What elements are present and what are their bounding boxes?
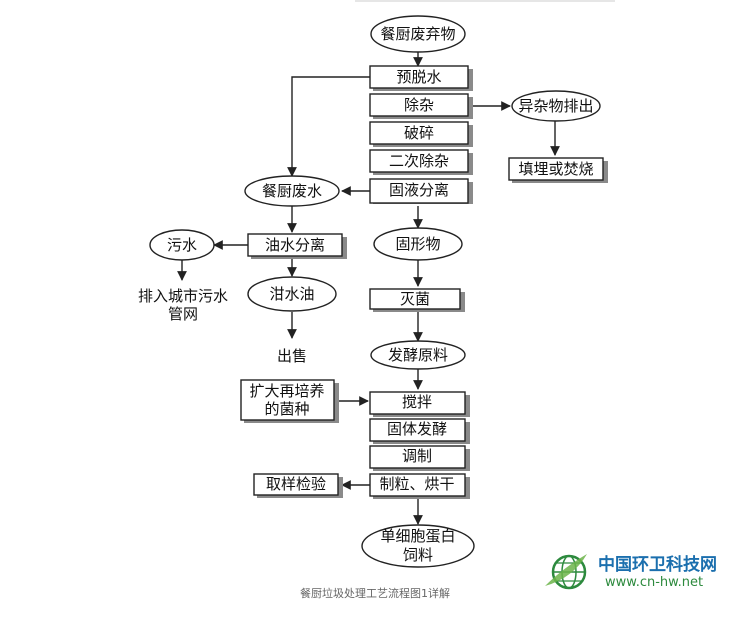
label-sewage: 污水 [167,236,197,254]
step-pre-dewater [369,65,469,89]
node-swill-oil [247,276,337,312]
step-solid-liquid-separation [369,178,469,204]
label-scp-line2: 饲料 [403,546,433,564]
globe-leaf-icon [545,554,587,590]
label-stir: 搅拌 [402,393,432,411]
connectors [177,52,560,525]
label-discharge-line2: 管网 [168,305,198,323]
step-landfill-incinerate [508,157,604,181]
label-oil-water-separation: 油水分离 [265,236,325,254]
label-sampling: 取样检验 [266,475,326,493]
watermark-title: 中国环卫科技网 [598,555,717,575]
label-impurities-out: 异杂物排出 [518,97,593,115]
step-sterilize [369,288,461,310]
step-solid-ferment [369,418,466,442]
watermark-logo: 中国环卫科技网 www.cn-hw.net [543,548,743,598]
label-impurity-removal: 除杂 [404,96,434,114]
step-crushing [369,121,469,145]
label-solid-ferment: 固体发酵 [387,420,447,438]
label-kitchen-wastewater: 餐厨废水 [262,182,322,200]
label-adjust: 调制 [402,447,432,465]
node-impurities-out [511,90,601,122]
label-sold: 出售 [277,347,307,365]
step-second-impurity-removal [369,149,469,173]
node-solids [373,227,463,261]
step-adjust [369,445,466,469]
label-second-impurity-removal: 二次除杂 [389,152,449,170]
node-scp-feed [361,524,475,568]
label-scp-line1: 单细胞蛋白 [380,527,455,545]
label-discharge-line1: 排入城市污水 [138,287,228,305]
label-kitchen-waste: 餐厨废弃物 [380,25,455,43]
step-granulate-dry [369,473,466,497]
main-process-column: 餐厨废弃物 预脱水 除杂 破碎 二次除杂 固液分离 固形物 灭菌 发酵原料 搅拌 [361,15,475,568]
label-swill-oil: 泔水油 [269,285,314,303]
right-branch: 异杂物排出 填埋或焚烧 [508,90,608,183]
step-impurity-removal [369,93,469,117]
step-expand-culture [240,379,335,421]
watermark-url: www.cn-hw.net [605,575,704,590]
node-kitchen-wastewater [244,175,340,207]
label-landfill-incinerate: 填埋或焚烧 [518,160,593,178]
label-sterilize: 灭菌 [400,290,430,308]
label-solids: 固形物 [395,235,440,253]
label-ferment-material: 发酵原料 [388,346,448,364]
top-border-line [355,0,615,2]
figure-caption: 餐厨垃圾处理工艺流程图1详解 [300,587,450,600]
label-crushing: 破碎 [404,124,434,142]
label-expand-culture-line1: 扩大再培养 [249,382,324,400]
left-branch: 餐厨废水 油水分离 污水 排入城市污水 管网 泔水油 出售 扩大再培养 的菌种 … [138,175,347,498]
label-expand-culture-line2: 的菌种 [264,400,309,418]
label-solid-liquid-separation: 固液分离 [389,181,449,199]
step-oil-water-separation [247,233,343,257]
label-pre-dewater: 预脱水 [396,68,441,86]
step-sampling [253,473,339,496]
node-ferment-material [370,340,466,370]
node-kitchen-waste [370,15,466,53]
step-stir [369,391,466,415]
node-sewage [149,229,215,261]
label-granulate-dry: 制粒、烘干 [379,475,454,493]
